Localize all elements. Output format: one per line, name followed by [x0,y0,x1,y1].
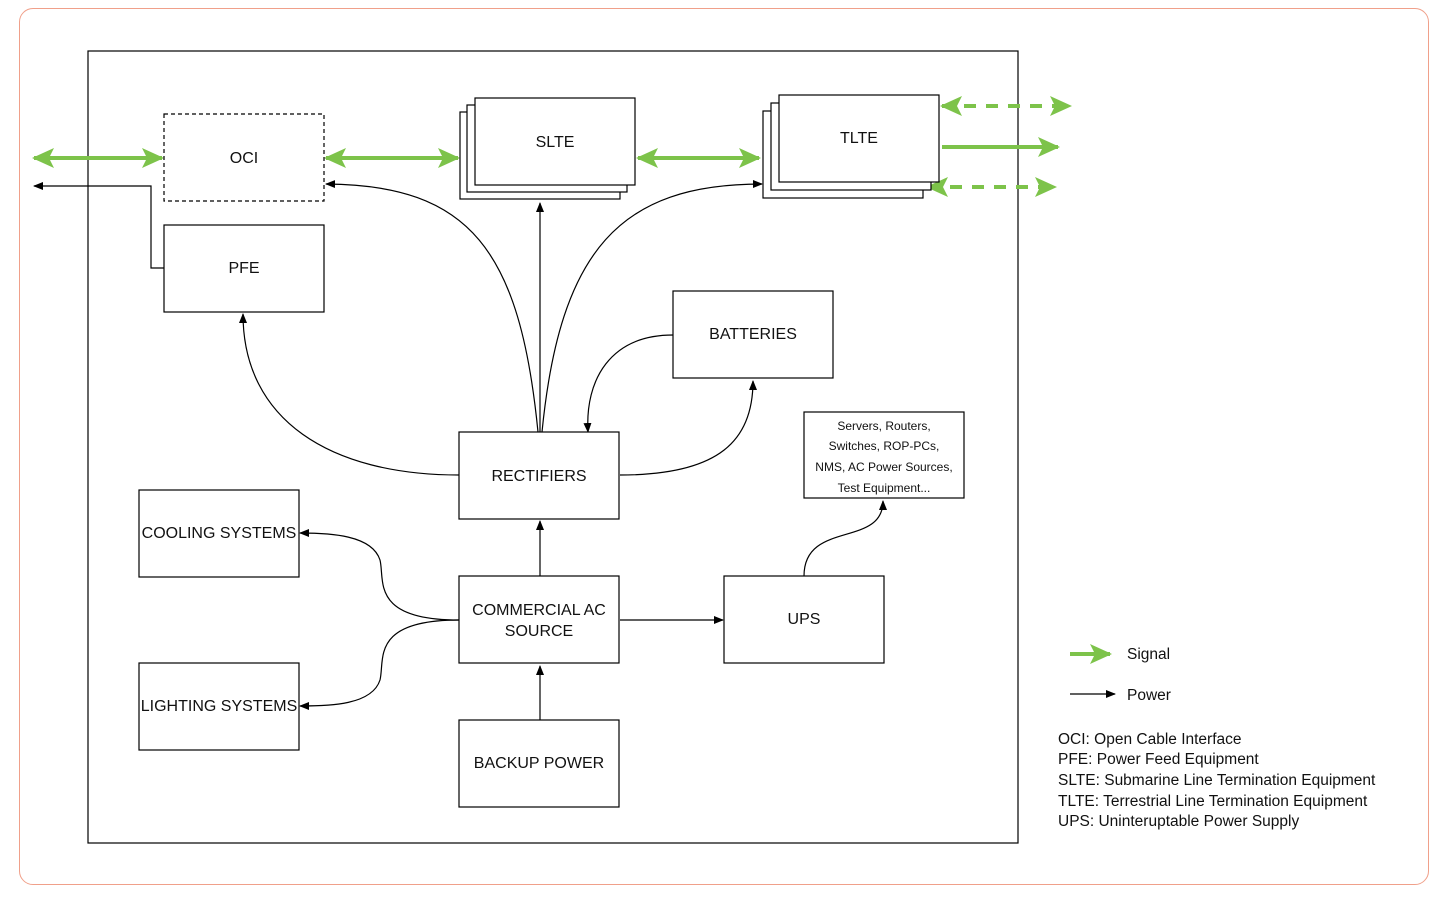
outer-frame [19,8,1429,885]
legend-signal-label: Signal [1127,646,1170,663]
servers-label-line-2: Switches, ROP-PCs, [829,439,940,453]
pfe-node: PFE [163,224,325,313]
power-rectifiers-tlte [541,180,763,433]
ups-node: UPS [723,575,885,664]
power-rectifiers-oci [325,180,539,433]
servers-label-line-4: Test Equipment... [838,481,931,495]
oci-node: OCI [163,113,325,202]
abbreviation-pfe: PFE: Power Feed Equipment [1058,751,1259,768]
batteries-label: BATTERIES [709,326,797,343]
commercial-ac-label-line-1: COMMERCIAL AC [472,602,606,619]
signal-connections [32,96,1072,197]
rectifiers-node: RECTIFIERS [458,431,620,520]
servers-label-line-1: Servers, Routers, [837,419,930,433]
cooling-systems-node: COOLING SYSTEMS [138,489,300,578]
abbreviations-list: OCI: Open Cable Interface PFE: Power Fee… [1058,731,1376,830]
lighting-systems-node: LIGHTING SYSTEMS [138,662,300,751]
oci-label: OCI [230,150,258,167]
slte-label: SLTE [536,134,575,151]
lighting-systems-label: LIGHTING SYSTEMS [141,698,297,715]
abbreviation-slte: SLTE: Submarine Line Termination Equipme… [1058,772,1376,789]
legend-power-label: Power [1127,687,1171,704]
ups-label: UPS [788,611,821,628]
backup-power-node: BACKUP POWER [458,719,620,808]
power-connections [33,180,887,720]
rectifiers-label: RECTIFIERS [491,468,586,485]
power-ac-cooling [299,529,460,621]
commercial-ac-source-node: COMMERCIAL AC SOURCE [458,575,620,664]
pfe-label: PFE [228,260,259,277]
batteries-node: BATTERIES [672,290,834,379]
power-batteries-rectifiers [583,334,674,433]
inner-frame [87,50,1019,844]
abbreviation-ups: UPS: Uninteruptable Power Supply [1058,813,1299,830]
abbreviation-oci: OCI: Open Cable Interface [1058,731,1242,748]
power-pfe-external [33,182,164,269]
slte-node: SLTE [459,97,636,200]
cooling-systems-label: COOLING SYSTEMS [142,525,297,542]
power-rectifiers-pfe [239,313,460,476]
servers-label-line-3: NMS, AC Power Sources, [815,460,952,474]
legend: Signal Power [1070,644,1171,704]
tlte-label: TLTE [840,130,878,147]
servers-node: Servers, Routers, Switches, ROP-PCs, NMS… [803,411,965,499]
commercial-ac-label-line-2: SOURCE [505,623,573,640]
power-rectifiers-batteries [619,380,757,476]
backup-power-label: BACKUP POWER [474,755,604,772]
abbreviation-tlte: TLTE: Terrestrial Line Termination Equip… [1058,793,1368,810]
tlte-node: TLTE [762,94,940,199]
power-ac-lighting [299,619,460,710]
power-ups-servers [803,500,887,577]
